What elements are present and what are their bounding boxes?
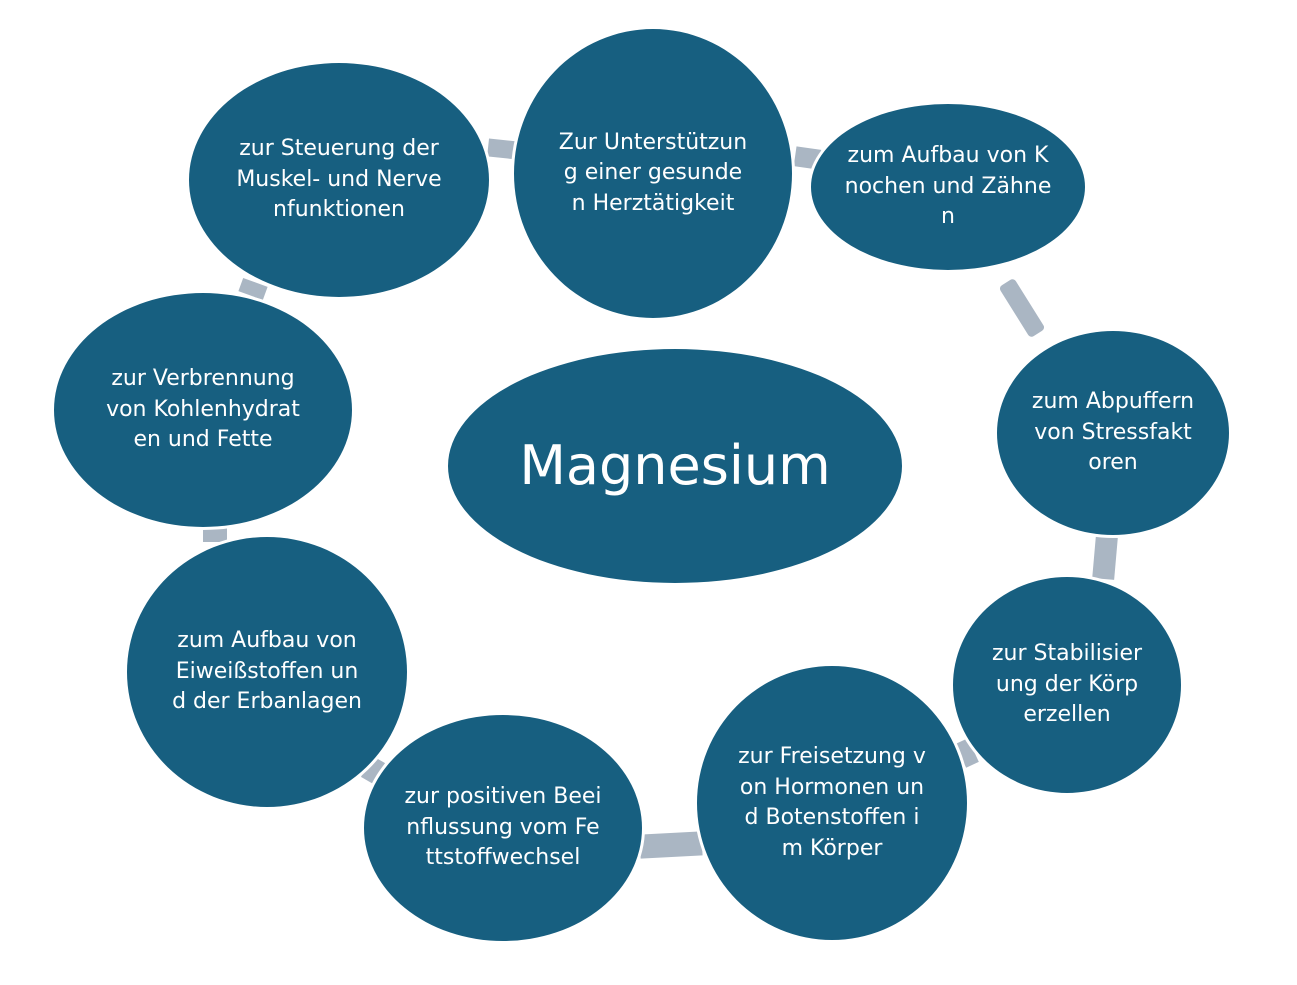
node-herztaetigkeit: Zur Unterstützung einer gesunden Herztät… [511,26,795,321]
node-label: zum Aufbau von Knochen und Zähnen [844,143,1052,230]
node-koerperzellen: zur Stabilisierung der Körperzellen [950,574,1184,796]
connector [1092,536,1118,580]
center-label: Magnesium [519,434,831,497]
connector [998,277,1046,339]
node-muskel-nerven: zur Steuerung der Muskel- und Nervenfunk… [186,60,492,300]
node-eiweissstoffe: zum Aufbau von Eiweißstoffen und der Erb… [124,534,410,810]
node-label: zur Freisetzung von Hormonen und Botenst… [738,744,926,861]
connector [639,831,703,859]
node-label: zum Abpuffern von Stressfaktoren [1031,389,1195,476]
center-node-magnesium: Magnesium [445,346,905,586]
node-kohlenhydrate-fette: zur Verbrennung von Kohlenhydraten und F… [51,290,355,530]
connector [203,528,227,542]
node-fettstoffwechsel: zur positiven Beeinflussung vom Fettstof… [361,712,645,944]
node-stressfaktoren: zum Abpuffern von Stressfaktoren [994,328,1232,538]
node-knochen-zaehne: zum Aufbau von Knochen und Zähnen [808,101,1088,273]
node-label: zur Steuerung der Muskel- und Nervenfunk… [236,136,442,223]
node-label: zur Verbrennung von Kohlenhydraten und F… [106,366,300,453]
node-label: Zur Unterstützung einer gesunden Herztät… [558,129,748,216]
node-hormone-botenstoffe: zur Freisetzung von Hormonen und Botenst… [694,663,970,943]
node-label: zur positiven Beeinflussung vom Fettstof… [404,784,602,871]
node-label: zum Aufbau von Eiweißstoffen und der Erb… [172,628,362,715]
node-label: zur Stabilisierung der Körperzellen [991,641,1143,728]
